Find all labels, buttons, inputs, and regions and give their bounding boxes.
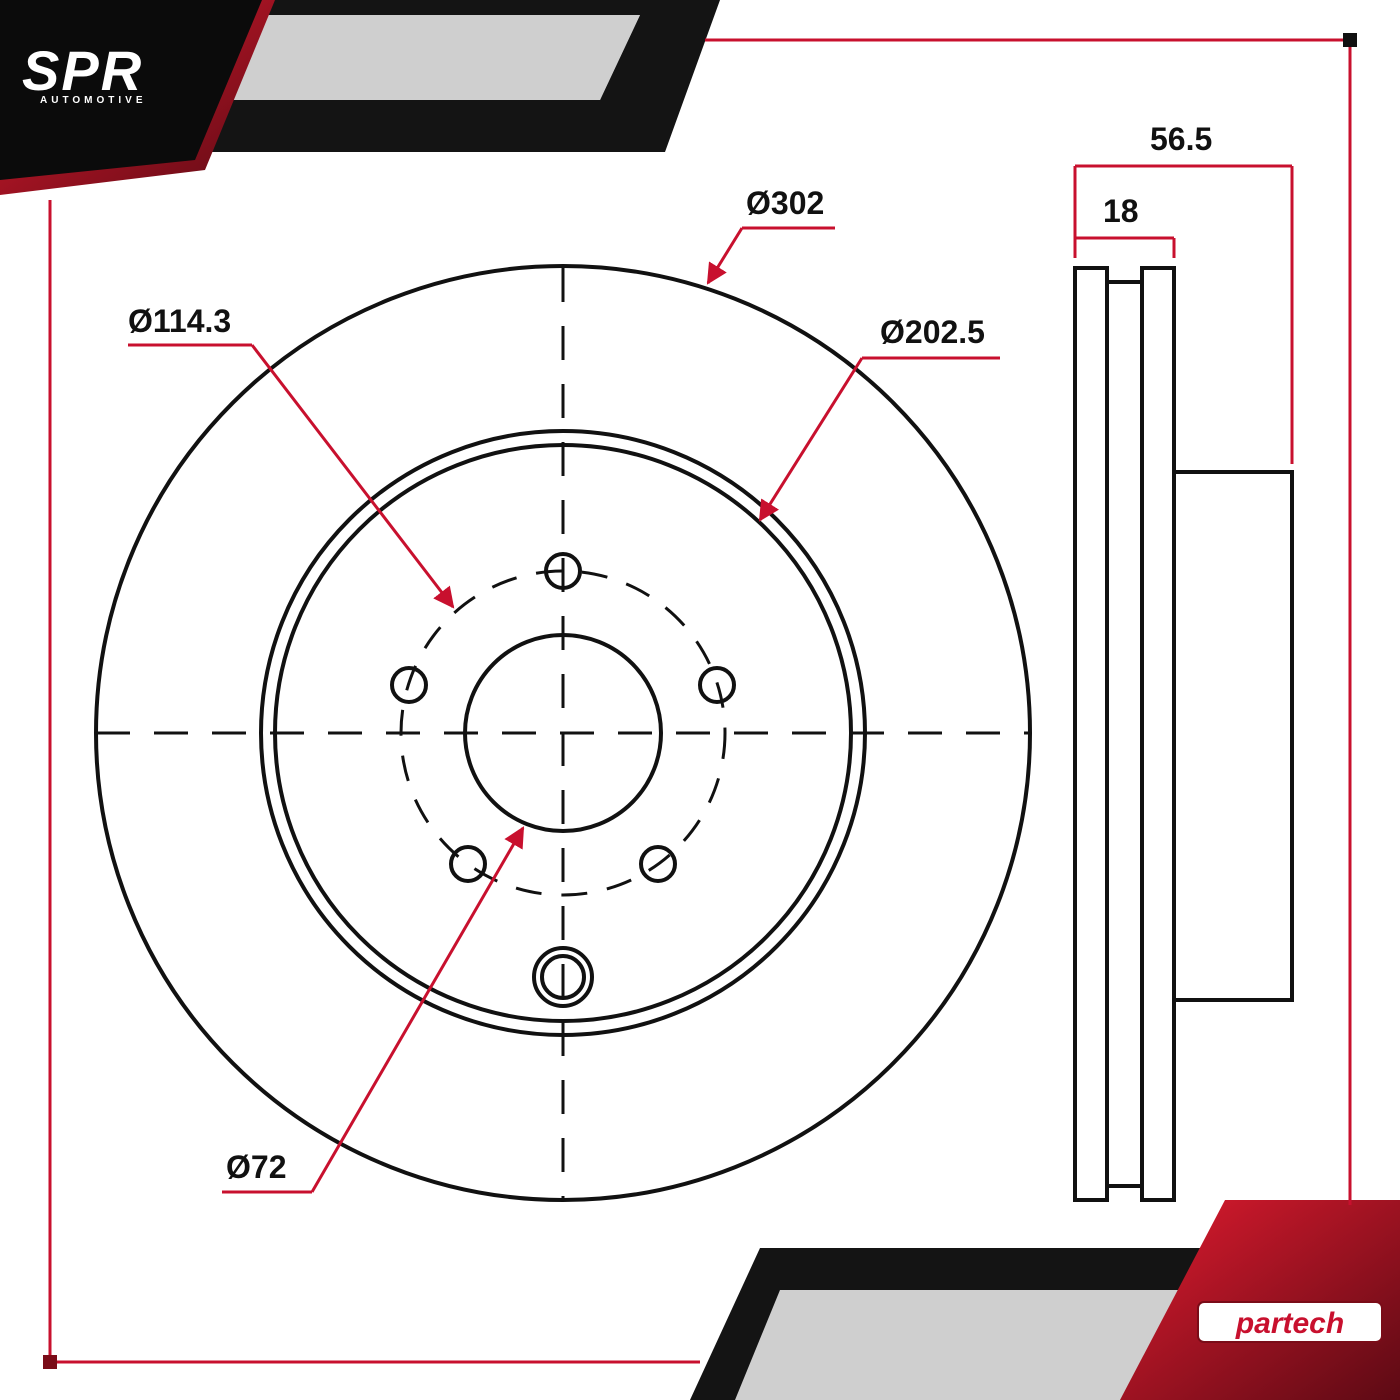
overall-height-label: 56.5 (1150, 121, 1212, 157)
outer-diameter-label: Ø302 (746, 185, 824, 221)
inner-friction-plate (1073, 266, 1109, 1202)
spr-logo-text: SPR (22, 39, 143, 102)
frame-lines (48, 38, 1352, 1364)
spr-tagline: AUTOMOTIVE (40, 95, 146, 106)
lug-hole (390, 666, 428, 704)
thickness-label: 18 (1103, 193, 1139, 229)
hat-diameter-label: Ø202.5 (880, 314, 985, 350)
rotor-side-view (1073, 266, 1294, 1202)
locator-hole-outer (532, 946, 594, 1008)
header-band (0, 0, 720, 195)
lug-hole (698, 666, 736, 704)
partech-logo: partech (1235, 1307, 1344, 1340)
lug-hole (639, 845, 677, 883)
hat-section (1174, 470, 1294, 1002)
frame-corner-marker-top (1343, 33, 1357, 47)
outer-friction-plate (1140, 266, 1176, 1202)
footer-band: partech (690, 1200, 1400, 1400)
frame-corner-marker-bottom (43, 1355, 57, 1369)
leader-lines (128, 164, 1294, 1194)
partech-logo-badge (1197, 1301, 1383, 1343)
spr-logo: SPR AUTOMOTIVE (22, 39, 146, 106)
bolt-circle-label: Ø114.3 (128, 303, 231, 339)
center-bore-label: Ø72 (226, 1149, 286, 1185)
rotor-front-view (94, 264, 1032, 1202)
lug-hole (449, 845, 487, 883)
